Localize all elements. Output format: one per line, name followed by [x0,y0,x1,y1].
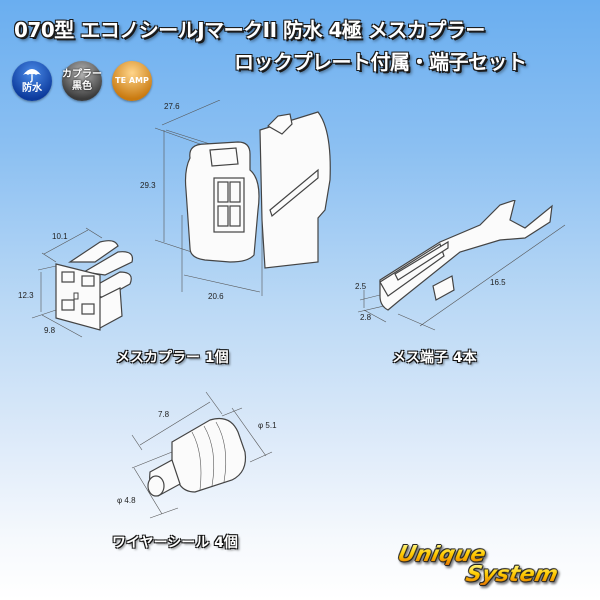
wire-seal-length-dim: 7.8 [158,410,170,419]
te-amp-badge: TE AMP [112,61,152,101]
page-title-line1: 070型 エコノシールJマークII 防水 4極 メスカプラー [14,18,485,42]
wire-seal-drawing [131,391,273,519]
brand-logo: Unique System [395,542,561,587]
coupler-height-dim: 29.3 [140,181,156,190]
coupler-color-badge-line2: 黒色 [72,81,92,92]
lock-plate-drawing [31,227,134,338]
coupler-width-dim: 27.6 [164,102,180,111]
lock-plate-height-dim: 12.3 [18,291,34,300]
waterproof-badge: 防水 [12,61,52,101]
page-title-line2: ロックプレート付属・端子セット [234,50,527,74]
wire-seal-outer-dia-dim: φ 5.1 [258,421,277,430]
coupler-color-badge: カプラー 黒色 [62,61,102,101]
coupler-label: メスカプラー 1個 [116,350,229,366]
lock-plate-top-dim: 10.1 [52,232,68,241]
umbrella-icon [23,69,41,83]
brand-logo-line2: System [463,562,561,587]
terminal-drawing [357,200,566,331]
coupler-drawing [154,100,331,296]
lock-plate-width-dim: 9.8 [44,326,56,335]
wire-seal-label: ワイヤーシール 4個 [112,535,238,551]
coupler-color-badge-line1: カプラー [62,69,102,80]
te-amp-badge-label: TE AMP [115,76,149,85]
terminal-width-dim: 2.8 [360,313,372,322]
terminal-label: メス端子 4本 [392,350,477,366]
waterproof-badge-label: 防水 [22,83,42,94]
coupler-depth-dim: 20.6 [208,292,224,301]
wire-seal-inner-dia-dim: φ 4.8 [117,496,136,505]
terminal-length-dim: 16.5 [490,278,506,287]
terminal-height-dim: 2.5 [355,282,367,291]
